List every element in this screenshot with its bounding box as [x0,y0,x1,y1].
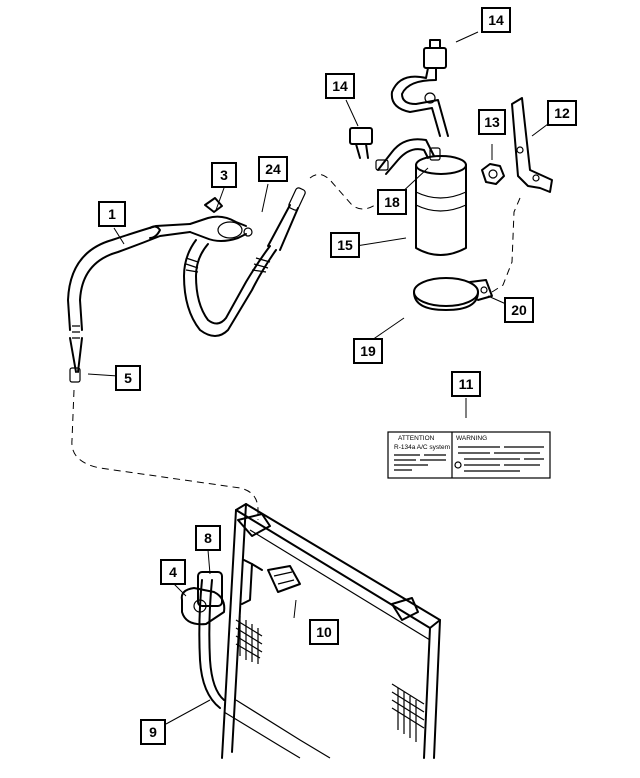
routing-line-upper [309,174,393,210]
line-clip [267,565,301,593]
callout-8: 8 [195,525,221,551]
callout-18: 18 [377,189,407,215]
callout-3: 3 [211,162,237,188]
callout-10: 10 [309,619,339,645]
routing-line-bracket [491,197,521,293]
callout-label: 3 [220,167,228,183]
mounting-nut [481,163,505,185]
callout-label: 14 [332,78,348,94]
label-right-heading: WARNING [456,435,487,442]
callout-label: 13 [484,114,500,130]
callout-15: 15 [330,232,360,258]
callout-label: 9 [149,724,157,740]
callout-19: 19 [353,338,383,364]
callout-24: 24 [258,156,288,182]
callout-label: 19 [360,343,376,359]
accumulator [415,147,467,256]
label-subheading: R-134a A/C system [394,444,450,451]
callout-label: 15 [337,237,353,253]
callout-label: 4 [169,564,177,580]
discharge-hose-assembly [183,187,306,337]
callout-9: 9 [140,719,166,745]
callout-label: 18 [384,194,400,210]
label-heading: ATTENTION [398,435,435,442]
callout-12: 12 [547,100,577,126]
accumulator-outlet-tube [349,127,435,175]
callout-label: 12 [554,105,570,121]
callout-label: 24 [265,161,281,177]
callout-14-top: 14 [481,7,511,33]
callout-label: 8 [204,530,212,546]
callout-label: 1 [108,206,116,222]
callout-14-left: 14 [325,73,355,99]
condenser-outlet-tube [241,559,263,605]
callout-20: 20 [504,297,534,323]
condenser-fins [235,616,425,742]
callout-label: 5 [124,370,132,386]
callout-label: 20 [511,302,527,318]
condenser-fitting [180,587,226,626]
callout-5: 5 [115,365,141,391]
routing-line-lower [71,389,259,520]
callout-4: 4 [160,559,186,585]
condenser [221,503,441,759]
callout-11: 11 [451,371,481,397]
callout-1: 1 [98,201,126,227]
liquid-line-hose [67,223,191,383]
accumulator-inlet-tube [390,39,449,137]
callout-13: 13 [478,109,506,135]
callout-label: 14 [488,12,504,28]
callout-label: 11 [459,376,474,392]
mounting-bracket [511,97,553,193]
accumulator-strap [413,277,493,311]
ac-warning-label: ATTENTION R-134a A/C system WARNING [387,431,551,479]
callout-label: 10 [316,624,332,640]
